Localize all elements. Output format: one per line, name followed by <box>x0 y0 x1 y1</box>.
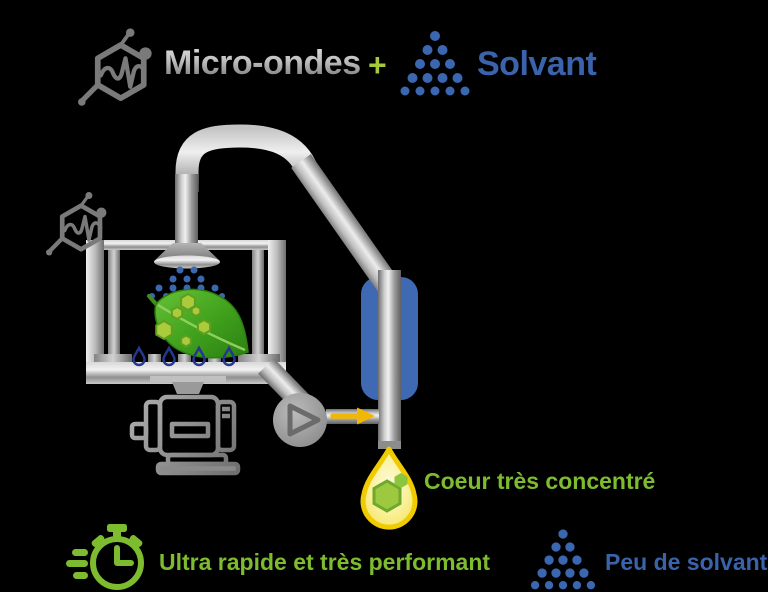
microwave-label: Micro-ondes <box>164 44 361 82</box>
pipe-end-cap <box>378 441 401 449</box>
speed-lines-icon <box>66 549 88 579</box>
stopwatch-icon <box>66 524 144 590</box>
speed-label: Ultra rapide et très performant <box>159 549 491 575</box>
pump-icon <box>273 393 327 447</box>
concentrate-drop-icon <box>360 446 418 530</box>
plus-sign: + <box>368 47 387 83</box>
pipe-network <box>175 124 401 449</box>
solvent-label: Solvant <box>477 45 597 83</box>
solvent-dots-triangle-icon <box>400 31 470 96</box>
yellow-flow-arrow-icon <box>330 407 375 425</box>
compound-hexagon-small <box>394 473 408 488</box>
arc-pipe <box>175 124 318 192</box>
low-solvent-dots-triangle-icon <box>530 529 596 590</box>
compound-hexagon <box>372 479 402 513</box>
condenser-pipe <box>378 270 401 448</box>
pump-assembly <box>258 358 379 447</box>
microwave-molecule-icon <box>78 28 152 105</box>
diagonal-pipe <box>291 154 400 295</box>
pump-triangle-icon <box>287 403 321 437</box>
inlet-pipe-and-shower-head <box>154 174 220 269</box>
low-solvent-label: Peu de solvant <box>605 549 768 575</box>
leaf-icon <box>147 288 249 359</box>
active-compound-hexagons <box>155 292 212 348</box>
motor-icon <box>129 376 241 476</box>
concentrate-label: Coeur très concentré <box>424 468 656 494</box>
